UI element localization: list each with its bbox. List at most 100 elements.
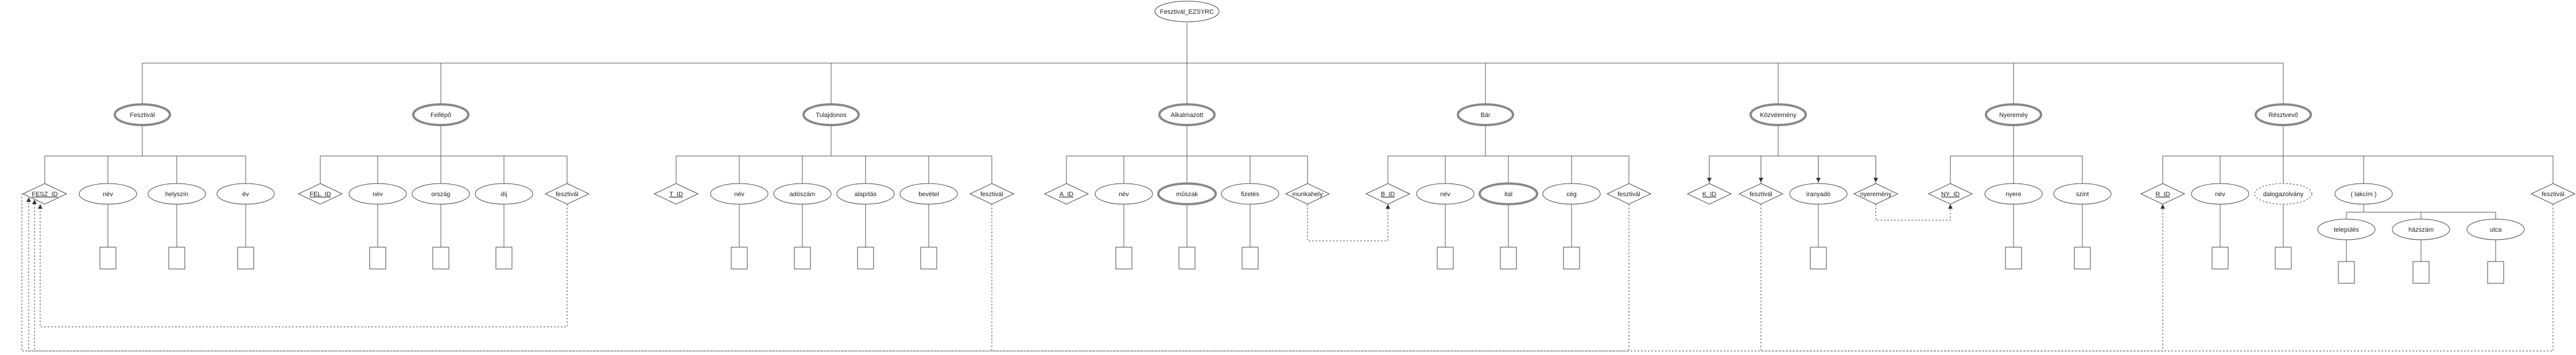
munkahely-fk[interactable]: munkahely <box>1285 183 1330 205</box>
helyszin-attr[interactable]: helyszín <box>148 183 206 205</box>
fk-link-1 <box>38 204 568 327</box>
a-id-key[interactable]: A_ID <box>1043 183 1089 205</box>
fellepo-fesztival-fk-label: fesztivál <box>556 191 579 198</box>
ny-id-key[interactable]: NY_ID <box>1927 183 1973 205</box>
b-id-key[interactable]: B_ID <box>1365 183 1411 205</box>
feszt-id-key[interactable]: FESZ_ID <box>22 183 68 205</box>
bar-entity-label: Bár <box>1480 112 1490 119</box>
ev-attr-label: év <box>242 191 249 198</box>
dij-attr-label: díj <box>501 191 507 198</box>
alapitas-attr[interactable]: alapítás <box>836 183 895 205</box>
fk-link-4 <box>26 197 1630 352</box>
tulajdonos-entity[interactable]: Tulajdonos <box>802 103 860 126</box>
adoszam-attr-label: adószám <box>790 191 816 198</box>
bar-fesztival-fk[interactable]: fesztivál <box>1606 183 1652 205</box>
lakcim-attr[interactable]: ( lakcím ) <box>2334 183 2393 205</box>
fizetes-attr-type-box <box>1242 247 1259 270</box>
fellepo-fesztival-fk[interactable]: fesztivál <box>544 183 590 205</box>
helyszin-attr-label: helyszín <box>165 191 188 198</box>
fesztival-entity[interactable]: Fesztivál <box>114 103 171 126</box>
alkalmazott-entity[interactable]: Alkalmazott <box>1158 103 1216 126</box>
t-id-key[interactable]: T_ID <box>653 183 699 205</box>
orszag-attr[interactable]: ország <box>412 183 470 205</box>
fellepo-nev-attr-label: név <box>373 191 383 198</box>
iranyado-attr-label: iranyadó <box>1806 191 1830 198</box>
resztvevo-nev-attr-label: név <box>2215 191 2225 198</box>
fellepo-entity-label: Fellépő <box>430 112 451 119</box>
resztvevo-nev-attr[interactable]: név <box>2191 183 2249 205</box>
eletkor-attr[interactable]: dalogazolvány <box>2254 183 2313 205</box>
kozvetemeny-nyeremeny-fk-label: nyeremény <box>1860 191 1892 198</box>
telepules-attr-label: település <box>2334 227 2360 233</box>
helyszin-attr-type-box <box>168 247 185 270</box>
alapitas-attr-type-box <box>857 247 874 270</box>
szint-attr[interactable]: szint <box>2053 183 2112 205</box>
fel-id-key[interactable]: FEL_ID <box>297 183 343 205</box>
fk-link-7 <box>21 192 2554 352</box>
fesztival-nev-attr-type-box <box>99 247 117 270</box>
szint-attr-label: szint <box>2076 191 2089 198</box>
ceg-attr-type-box <box>1563 247 1580 270</box>
root-entity-label: Fesztivál_EZSYRC <box>1160 9 1214 15</box>
nyeremeny-nyere-attr[interactable]: nyere <box>1984 183 2043 205</box>
fellepo-nev-attr[interactable]: név <box>348 183 407 205</box>
tulajdonos-nev-attr[interactable]: név <box>710 183 769 205</box>
alkalmazott-nev-attr[interactable]: név <box>1095 183 1153 205</box>
ev-attr[interactable]: év <box>216 183 275 205</box>
ceg-attr[interactable]: cég <box>1542 183 1601 205</box>
tulajdonos-fesztival-fk-label: fesztivál <box>980 191 1003 198</box>
eletkor-attr-type-box <box>2275 247 2292 270</box>
ev-attr-type-box <box>237 247 254 270</box>
adoszam-attr[interactable]: adószám <box>773 183 832 205</box>
utca-attr-label: utca <box>2490 227 2503 233</box>
kozvetemeny-entity[interactable]: Közvéemény <box>1749 103 1807 126</box>
utca-attr-type-box <box>2487 261 2504 284</box>
muszak-attr[interactable]: műszak <box>1157 182 1217 205</box>
nyeremeny-entity-label: Nyereméy <box>1999 112 2028 119</box>
ital-attr-label: ital <box>1504 191 1512 198</box>
bevetel-attr[interactable]: bevétel <box>899 183 958 205</box>
ny-id-key-label: NY_ID <box>1941 191 1960 198</box>
bar-entity[interactable]: Bár <box>1457 103 1514 126</box>
fk-link-5 <box>1760 204 2165 352</box>
hazszam-attr[interactable]: házszám <box>2392 219 2450 240</box>
ceg-attr-label: cég <box>1566 191 1577 198</box>
nyeremeny-entity[interactable]: Nyereméy <box>1985 103 2042 126</box>
fesztival-nev-attr[interactable]: név <box>79 183 137 205</box>
resztvevo-nev-attr-type-box <box>2212 247 2229 270</box>
dij-attr-type-box <box>495 247 513 270</box>
bar-nev-attr[interactable]: név <box>1416 183 1475 205</box>
alkalmazott-entity-label: Alkalmazott <box>1171 112 1204 119</box>
fizetes-attr[interactable]: fizetés <box>1221 183 1279 205</box>
fellepo-nev-attr-type-box <box>369 247 386 270</box>
telepules-attr[interactable]: település <box>2317 219 2376 240</box>
kozvetemeny-nyeremeny-fk[interactable]: nyeremény <box>1853 183 1899 205</box>
orszag-attr-label: ország <box>431 191 450 198</box>
root-entity[interactable]: Fesztivál_EZSYRC <box>1154 1 1220 22</box>
resztvevo-entity[interactable]: Résztvevő <box>2255 103 2312 126</box>
tulajdonos-nev-attr-label: név <box>734 191 744 198</box>
muszak-attr-type-box <box>1178 247 1196 270</box>
iranyado-attr[interactable]: iranyadó <box>1789 183 1848 205</box>
tulajdonos-nev-attr-type-box <box>731 247 748 270</box>
kozvetemeny-fesztival-fk[interactable]: fesztivál <box>1738 183 1784 205</box>
ital-attr[interactable]: ital <box>1479 182 1538 205</box>
a-id-key-label: A_ID <box>1060 191 1074 198</box>
foreign-key-links <box>21 192 2554 352</box>
ital-attr-type-box <box>1500 247 1517 270</box>
nyeremeny-nyere-attr-label: nyere <box>2005 191 2022 198</box>
k-id-key[interactable]: K_ID <box>1686 183 1732 205</box>
tulajdonos-fesztival-fk[interactable]: fesztivál <box>969 183 1015 205</box>
r-id-key[interactable]: R_ID <box>2140 183 2186 205</box>
resztvevo-fesztival-fk[interactable]: fesztivál <box>2530 183 2576 205</box>
dij-attr[interactable]: díj <box>475 183 533 205</box>
orszag-attr-type-box <box>432 247 449 270</box>
t-id-key-label: T_ID <box>669 191 683 198</box>
fellepo-entity[interactable]: Fellépő <box>412 103 470 126</box>
munkahely-fk-label: munkahely <box>1292 191 1323 198</box>
kozvetemeny-fesztival-fk-label: fesztivál <box>1749 191 1772 198</box>
utca-attr[interactable]: utca <box>2466 219 2525 240</box>
hazszam-attr-type-box <box>2412 261 2430 284</box>
fesztival-nev-attr-label: név <box>103 191 113 198</box>
